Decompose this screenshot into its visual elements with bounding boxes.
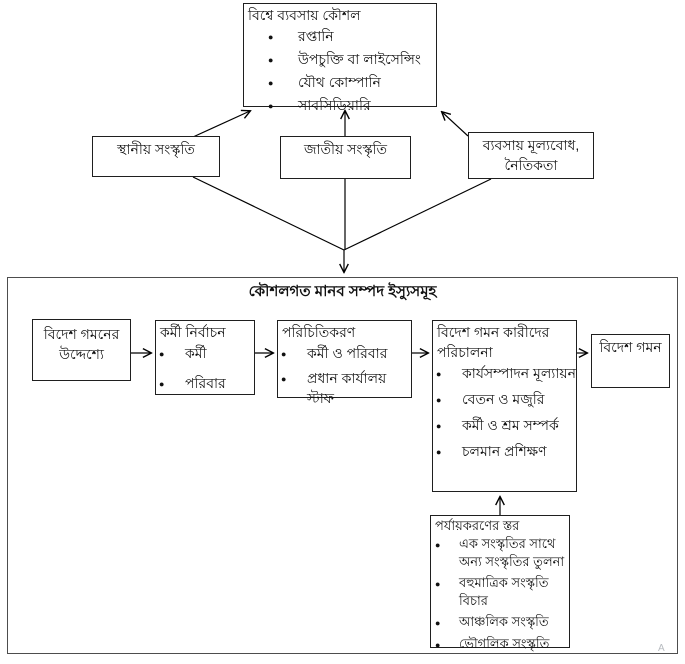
- bullet-icon: ●: [268, 32, 274, 42]
- bullet-icon: ●: [268, 55, 274, 65]
- list-item: ● চলমান প্রশিক্ষণ: [436, 441, 576, 462]
- list-item: ● কার্যসম্পাদন মূল্যায়ন: [436, 363, 576, 384]
- going-abroad-box: বিদেশ গমন: [591, 334, 670, 388]
- list-item: ● পরিবার: [159, 373, 254, 394]
- global-strategy-list: ● রপ্তানি ● উপচুক্তি বা লাইসেন্সিং ● যৌথ কো…: [244, 26, 436, 116]
- going-abroad-label: বিদেশ গমন: [599, 339, 662, 355]
- local-culture-box: স্থানীয় সংস্কৃতি: [92, 136, 220, 177]
- list-item: ● প্রধান কার্যালয় স্টাফ: [281, 368, 411, 408]
- levels-item: বহুমাত্রিক সংস্কৃতি বিচার: [459, 575, 549, 608]
- business-values-box: ব্যবসায় মূল্যবোধ, নৈতিকতা: [468, 132, 594, 179]
- selection-item: পরিবার: [185, 375, 226, 391]
- bullet-icon: ●: [436, 369, 442, 379]
- list-item: ● ভৌগলিক সংস্কৃতি: [435, 635, 569, 654]
- bullet-icon: ●: [436, 421, 442, 431]
- bullet-icon: ●: [435, 618, 441, 628]
- national-culture-label: জাতীয় সংস্কৃতি: [303, 141, 388, 157]
- line-local-down: [192, 176, 345, 251]
- staging-levels-title: পর্যায়করণের স্তর: [435, 518, 520, 533]
- orientation-item: কর্মী ও পরিবার: [307, 345, 388, 361]
- expatriate-management-box: বিদেশ গমন কারীদের পরিচালনা ● কার্যসম্পাদন…: [432, 320, 577, 492]
- orientation-list: ● কর্মী ও পরিবার ● প্রধান কার্যালয় স্টাফ: [278, 343, 411, 408]
- national-culture-box: জাতীয় সংস্কৃতি: [280, 136, 411, 179]
- strategy-item: উপচুক্তি বা লাইসেন্সিং: [298, 51, 421, 67]
- expatriation-purpose-label: বিদেশ গমনের উদ্দেশ্যে: [43, 326, 120, 362]
- strategic-hr-issues-container: কৌশলগত মানব সম্পদ ইস্যুসমূহ: [7, 277, 678, 654]
- strategy-item: রপ্তানি: [298, 28, 334, 44]
- business-values-label: ব্যবসায় মূল্যবোধ, নৈতিকতা: [482, 137, 580, 173]
- local-culture-label: স্থানীয় সংস্কৃতি: [117, 141, 195, 157]
- arrow-values-to-strategy: [442, 112, 469, 137]
- list-item: ● কর্মী: [159, 343, 254, 364]
- bullet-icon: ●: [268, 101, 274, 111]
- management-item: বেতন ও মজুরি: [462, 391, 545, 407]
- bullet-icon: ●: [435, 579, 441, 589]
- expatriate-management-list: ● কার্যসম্পাদন মূল্যায়ন ● বেতন ও মজুরি ● ক…: [433, 363, 576, 462]
- bullet-icon: ●: [436, 447, 442, 457]
- bullet-icon: ●: [435, 640, 441, 650]
- bullet-icon: ●: [281, 374, 287, 384]
- bullet-icon: ●: [159, 379, 165, 389]
- list-item: ● উপচুক্তি বা লাইসেন্সিং: [268, 49, 436, 70]
- global-strategy-box: বিশ্বে ব্যবসায় কৌশল ● রপ্তানি ● উপচুক্তি …: [243, 3, 437, 113]
- management-item: কার্যসম্পাদন মূল্যায়ন: [462, 365, 576, 381]
- employee-selection-list: ● কর্মী ● পরিবার: [156, 343, 254, 394]
- orientation-box: পরিচিতিকরণ ● কর্মী ও পরিবার ● প্রধান কার্য…: [277, 320, 412, 406]
- orientation-item: প্রধান কার্যালয় স্টাফ: [307, 370, 387, 406]
- bullet-icon: ●: [435, 540, 441, 550]
- list-item: ● বহুমাত্রিক সংস্কৃতি বিচার: [435, 574, 569, 610]
- levels-item: আঞ্চলিক সংস্কৃতি: [459, 614, 549, 629]
- strategic-hr-issues-title: কৌশলগত মানব সম্পদ ইস্যুসমূহ: [248, 283, 437, 300]
- arrow-local-to-strategy: [192, 111, 250, 138]
- list-item: ● কর্মী ও শ্রম সম্পর্ক: [436, 415, 576, 436]
- bullet-icon: ●: [159, 349, 165, 359]
- employee-selection-title: কর্মী নির্বাচন: [160, 324, 226, 340]
- list-item: ● এক সংস্কৃতির সাথে অন্য সংস্কৃতির তুলনা: [435, 535, 569, 571]
- expatriate-management-title: বিদেশ গমন কারীদের পরিচালনা: [437, 324, 550, 360]
- expatriation-purpose-box: বিদেশ গমনের উদ্দেশ্যে: [32, 319, 131, 381]
- list-item: ● সাবসিডিয়ারি: [268, 95, 436, 116]
- staging-levels-list: ●এক সংস্কৃতির সাথে অন্য সংস্কৃতির তুলনা …: [431, 535, 569, 654]
- global-strategy-title: বিশ্বে ব্যবসায় কৌশল: [248, 7, 361, 23]
- management-item: চলমান প্রশিক্ষণ: [462, 443, 547, 459]
- strategy-item: সাবসিডিয়ারি: [298, 97, 371, 113]
- employee-selection-box: কর্মী নির্বাচন ● কর্মী ● পরিবার: [155, 320, 255, 395]
- artifact-mark: A: [658, 643, 665, 654]
- management-item: কর্মী ও শ্রম সম্পর্ক: [462, 417, 559, 433]
- bullet-icon: ●: [436, 395, 442, 405]
- list-item: ● আঞ্চলিক সংস্কৃতি: [435, 613, 569, 632]
- list-item: ● কর্মী ও পরিবার: [281, 343, 411, 364]
- staging-levels-box: পর্যায়করণের স্তর ● এক সংস্কৃতির সাথে অন্…: [430, 515, 570, 651]
- selection-item: কর্মী: [185, 345, 207, 361]
- strategy-item: যৌথ কোম্পানি: [298, 74, 381, 90]
- orientation-title: পরিচিতিকরণ: [282, 324, 356, 340]
- list-item: ● যৌথ কোম্পানি: [268, 72, 436, 93]
- line-values-down: [343, 178, 492, 251]
- bullet-icon: ●: [268, 78, 274, 88]
- list-item: ● বেতন ও মজুরি: [436, 389, 576, 410]
- list-item: ● রপ্তানি: [268, 26, 436, 47]
- levels-item: ভৌগলিক সংস্কৃতি: [459, 636, 550, 651]
- bullet-icon: ●: [281, 349, 287, 359]
- levels-item: এক সংস্কৃতির সাথে অন্য সংস্কৃতির তুলনা: [459, 536, 565, 569]
